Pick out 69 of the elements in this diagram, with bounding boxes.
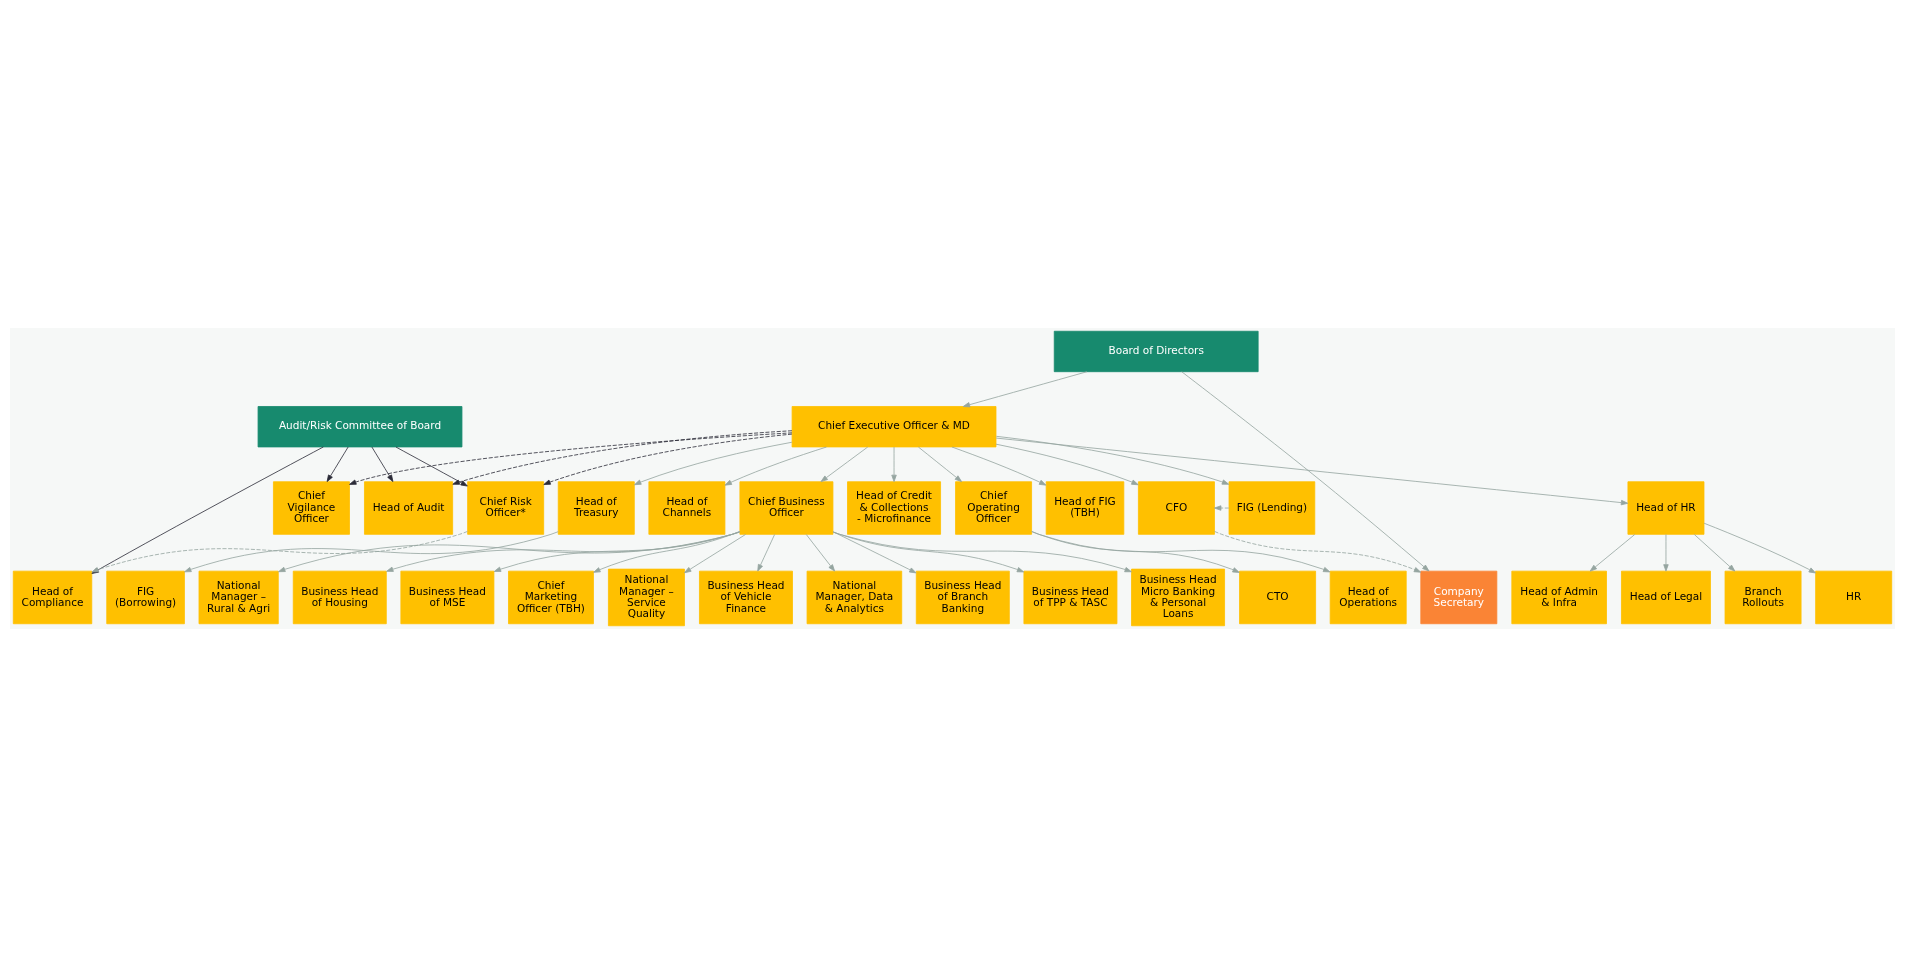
arrow — [493, 530, 741, 572]
node-box: National Manager, Data & Analytics — [806, 570, 903, 624]
arrow — [918, 446, 962, 482]
node-box: Head of Credit & Collections - Microfinance — [847, 480, 941, 535]
node-box: Head of Operations — [1329, 570, 1407, 624]
arrow — [349, 431, 793, 485]
arrow — [724, 446, 827, 486]
arrow — [395, 446, 468, 486]
node-box: Business Head of Branch Banking — [915, 570, 1010, 624]
node-box: FIG (Borrowing) — [106, 570, 185, 624]
node-box: Head of HR — [1627, 480, 1705, 535]
arrow — [1589, 533, 1636, 572]
node-box: Chief Vigilance Officer — [273, 480, 350, 535]
arrow — [543, 433, 793, 485]
node-box: HR — [1815, 570, 1893, 624]
arrow — [452, 429, 793, 485]
arrow — [371, 446, 394, 482]
node-box: Chief Marketing Officer (TBH) — [508, 570, 594, 624]
node-box: CFO — [1138, 480, 1215, 535]
node-box: Chief Operating Officer — [955, 480, 1032, 535]
arrow — [1214, 504, 1230, 511]
arrow — [962, 370, 1088, 407]
arrow — [891, 446, 897, 482]
arrow — [995, 443, 1139, 485]
node-box: Head of Admin & Infra — [1511, 570, 1607, 624]
arrow — [386, 531, 741, 572]
node-box: CTO — [1239, 570, 1316, 624]
arrow — [832, 531, 1025, 572]
arrow — [995, 437, 1629, 505]
node-box: Head of Legal — [1621, 570, 1711, 624]
arrow — [593, 530, 741, 573]
arrow — [1031, 530, 1331, 572]
node-box: Head of FIG (TBH) — [1045, 480, 1125, 535]
arrow — [1693, 533, 1736, 572]
node-box: Business Head of MSE — [400, 570, 495, 624]
arrow — [832, 531, 1132, 572]
node-box: Business Head of TPP & TASC — [1023, 570, 1118, 624]
node-box: Chief Executive Officer & MD — [791, 405, 997, 447]
node-box: National Manager – Rural & Agri — [198, 570, 279, 624]
node-box: Head of Audit — [364, 480, 454, 535]
arrow — [995, 435, 1230, 485]
node-box: Company Secretary — [1420, 570, 1498, 624]
arrow — [1703, 522, 1816, 573]
node-box: FIG (Lending) — [1228, 480, 1316, 535]
node-box: Chief Business Officer — [739, 480, 834, 535]
arrow — [1663, 533, 1669, 572]
node-box: National Manager – Service Quality — [608, 568, 685, 626]
node-box: Head of Channels — [648, 480, 726, 535]
node-box: Board of Directors — [1053, 330, 1259, 372]
arrow — [634, 441, 793, 485]
arrow — [184, 530, 559, 572]
arrow — [1214, 530, 1422, 573]
arrow — [951, 446, 1047, 486]
node-box: Business Head of Vehicle Finance — [699, 570, 793, 624]
arrow — [757, 533, 775, 572]
node-box: Business Head of Housing — [292, 570, 387, 624]
node-box: Head of Compliance — [12, 570, 93, 624]
arrow — [805, 533, 836, 572]
arrow — [1031, 530, 1240, 573]
node-box: Chief Risk Officer* — [467, 480, 545, 535]
node-box: Branch Rollouts — [1724, 570, 1802, 624]
node-box: Business Head Micro Banking & Personal Loans — [1131, 568, 1225, 626]
arrow — [1181, 370, 1430, 571]
arrow — [278, 531, 741, 572]
arrow — [326, 446, 349, 482]
node-box: Audit/Risk Committee of Board — [257, 405, 463, 447]
arrow — [684, 533, 746, 573]
node-box: Head of Treasury — [557, 480, 635, 535]
arrow — [820, 446, 869, 482]
